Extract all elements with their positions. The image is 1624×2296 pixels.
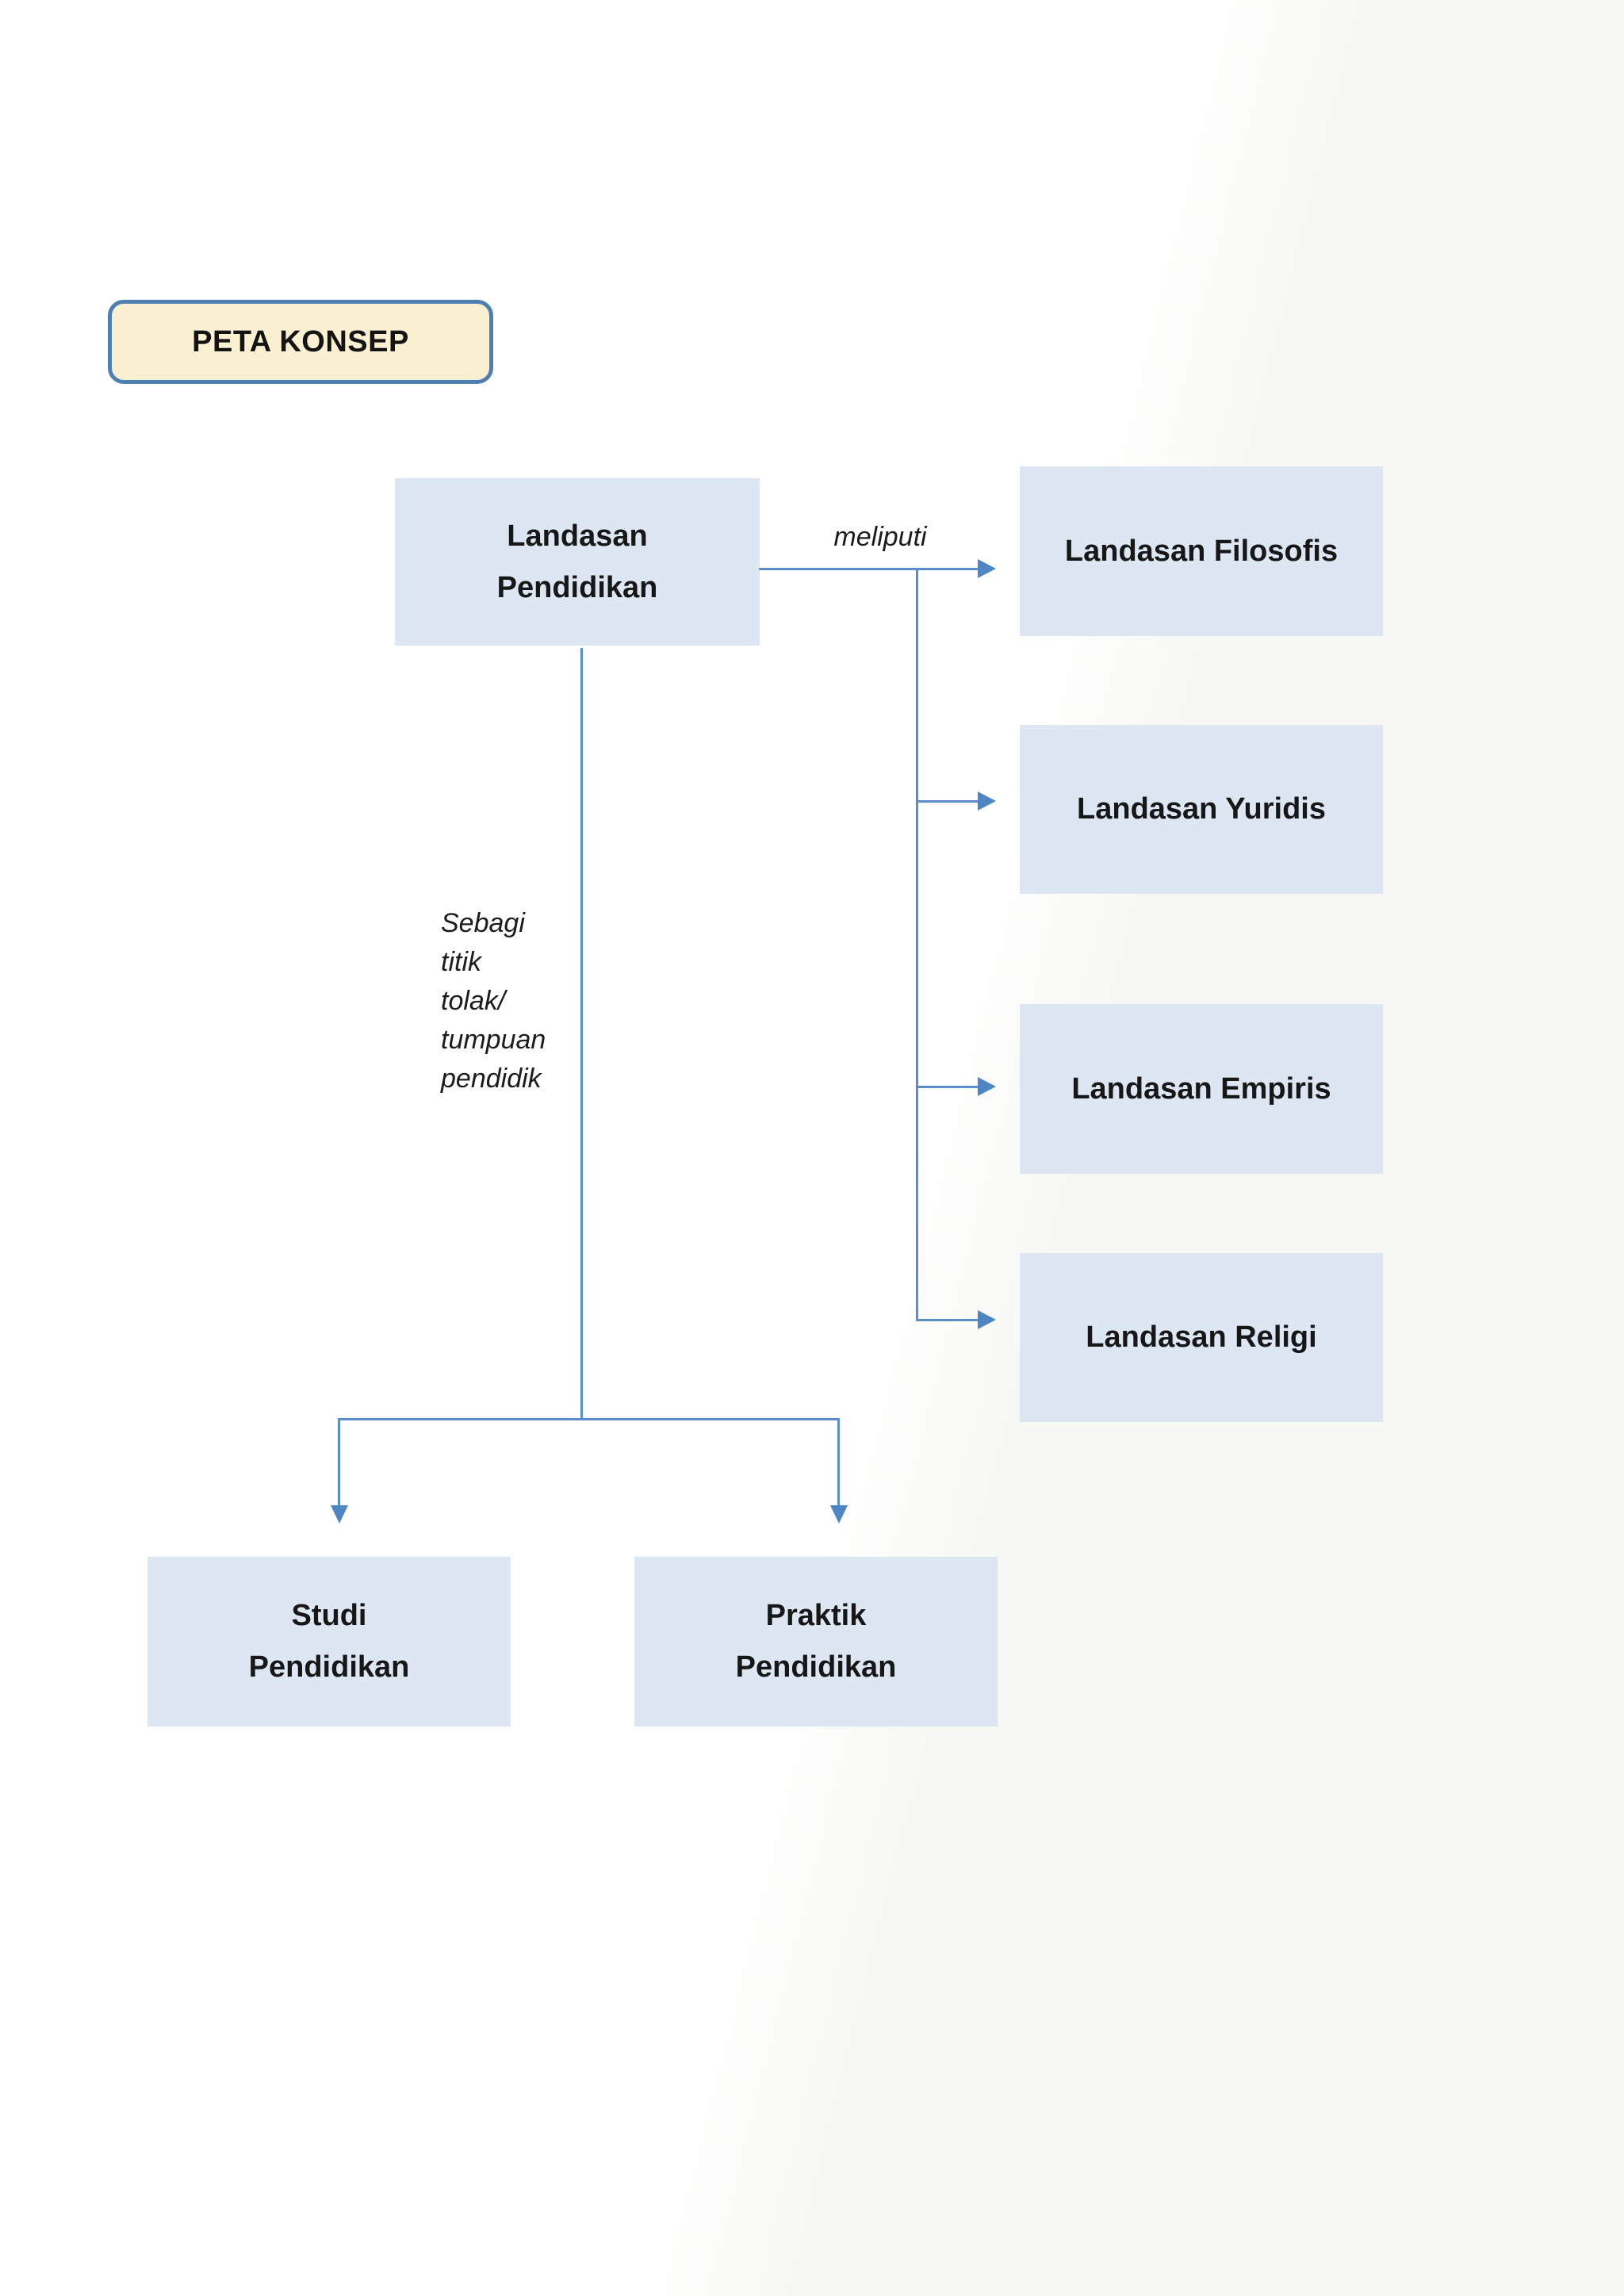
edge-label-sebagai-titik-tolak: Sebagi titik tolak/ tumpuan pendidik (441, 908, 546, 1094)
node-praktik-pendidikan: Praktik Pendidikan (634, 1557, 998, 1727)
node-studi-pendidikan-label: Studi Pendidikan (248, 1599, 410, 1684)
connector-branch-vertical (916, 568, 918, 1321)
connector-root-down (580, 648, 583, 1420)
node-landasan-pendidikan-label: Landasan Pendidikan (496, 519, 658, 604)
title-label: PETA KONSEP (192, 324, 409, 358)
connector-to-empiris (916, 1086, 979, 1088)
arrowhead-filosofis-icon (978, 559, 996, 578)
node-studi-pendidikan: Studi Pendidikan (147, 1557, 511, 1727)
connector-studi-drop (338, 1418, 340, 1507)
node-landasan-filosofis: Landasan Filosofis (1020, 466, 1383, 636)
connector-praktik-drop (837, 1418, 840, 1507)
connector-to-religi (916, 1319, 979, 1321)
node-landasan-religi-label: Landasan Religi (1086, 1320, 1317, 1354)
node-praktik-pendidikan-label: Praktik Pendidikan (735, 1599, 897, 1684)
node-landasan-religi: Landasan Religi (1020, 1253, 1383, 1422)
arrowhead-praktik-icon (830, 1505, 848, 1524)
node-landasan-yuridis-label: Landasan Yuridis (1077, 792, 1326, 826)
node-landasan-empiris: Landasan Empiris (1020, 1004, 1383, 1174)
connector-bottom-horizontal (338, 1418, 840, 1420)
arrowhead-studi-icon (331, 1505, 348, 1524)
node-landasan-empiris-label: Landasan Empiris (1071, 1071, 1331, 1106)
title-badge: PETA KONSEP (108, 300, 493, 384)
edge-label-meliputi: meliputi (833, 522, 927, 552)
arrowhead-empiris-icon (978, 1077, 996, 1096)
connector-root-to-filosofis (759, 568, 979, 570)
arrowhead-religi-icon (978, 1310, 996, 1329)
arrowhead-yuridis-icon (978, 792, 996, 811)
connector-to-yuridis (916, 800, 979, 803)
node-landasan-filosofis-label: Landasan Filosofis (1064, 534, 1339, 568)
node-landasan-yuridis: Landasan Yuridis (1020, 725, 1383, 894)
node-landasan-pendidikan: Landasan Pendidikan (395, 478, 760, 646)
